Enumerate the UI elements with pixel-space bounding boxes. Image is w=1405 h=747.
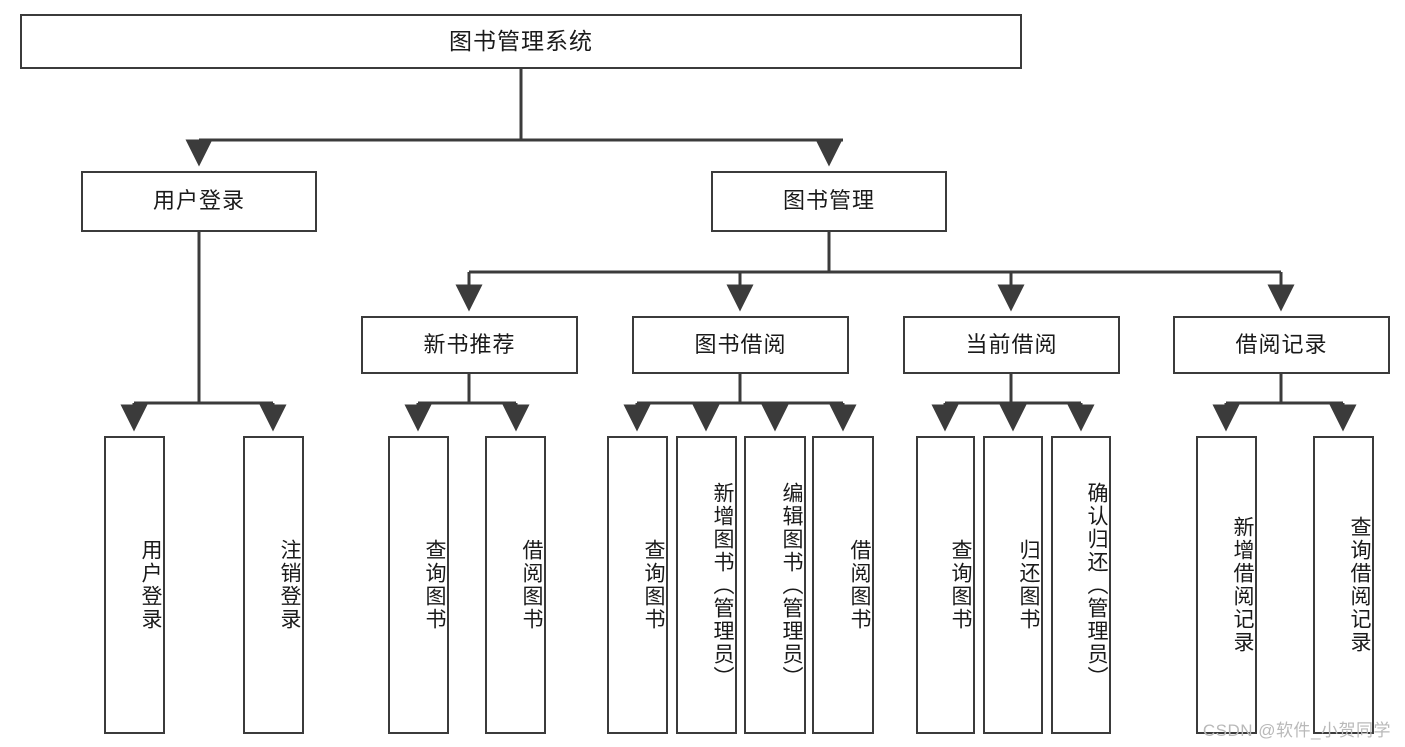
node-book-management[interactable]: 图书管理 — [711, 171, 947, 232]
leaf-add-book[interactable]: 新增图书（管理员） — [676, 436, 737, 734]
leaf-query-book-recommend[interactable]: 查询图书 — [388, 436, 449, 734]
leaf-borrow-book-recommend[interactable]: 借阅图书 — [485, 436, 546, 734]
leaf-query-book-borrow[interactable]: 查询图书 — [607, 436, 668, 734]
node-current-borrow[interactable]: 当前借阅 — [903, 316, 1120, 374]
leaf-logout[interactable]: 注销登录 — [243, 436, 304, 734]
node-borrow-record[interactable]: 借阅记录 — [1173, 316, 1390, 374]
node-new-book-recommend[interactable]: 新书推荐 — [361, 316, 578, 374]
leaf-borrow-book[interactable]: 借阅图书 — [812, 436, 874, 734]
leaf-query-book-current[interactable]: 查询图书 — [916, 436, 975, 734]
leaf-edit-book[interactable]: 编辑图书（管理员） — [744, 436, 806, 734]
leaf-user-login[interactable]: 用户登录 — [104, 436, 165, 734]
node-root-book-management-system[interactable]: 图书管理系统 — [20, 14, 1022, 69]
node-user-login[interactable]: 用户登录 — [81, 171, 317, 232]
leaf-add-borrow-record[interactable]: 新增借阅记录 — [1196, 436, 1257, 734]
node-book-borrow[interactable]: 图书借阅 — [632, 316, 849, 374]
leaf-query-borrow-record[interactable]: 查询借阅记录 — [1313, 436, 1374, 734]
leaf-return-book[interactable]: 归还图书 — [983, 436, 1043, 734]
leaf-confirm-return[interactable]: 确认归还（管理员） — [1051, 436, 1111, 734]
csdn-watermark: CSDN @软件_小贺同学 — [1202, 721, 1391, 740]
